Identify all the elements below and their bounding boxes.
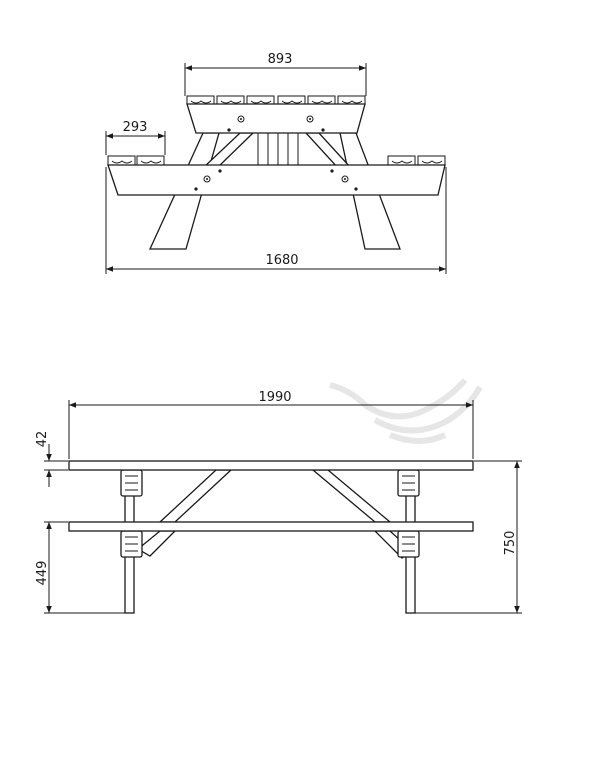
dimension-label-750: 750: [503, 531, 518, 556]
side-view-table-top: [68, 460, 474, 471]
dimension-label-893: 893: [268, 52, 293, 67]
side-view-seat: [68, 521, 474, 532]
dimension-table-top-width: 893: [184, 52, 367, 96]
dimension-label-1990: 1990: [258, 390, 291, 405]
end-view-table-top: [186, 95, 366, 134]
dimension-top-thickness: 42: [35, 431, 68, 487]
end-view-seat-beam: [107, 155, 446, 196]
dimension-label-1680: 1680: [265, 253, 298, 268]
end-view-center-slats: [257, 133, 299, 165]
side-view-brackets: [120, 469, 420, 558]
end-view-seat-boards: [107, 155, 446, 165]
dimension-overall-length: 1990: [68, 390, 474, 459]
side-view: 1990 42 449 750: [35, 390, 522, 614]
side-view-braces: [136, 469, 414, 559]
dimension-label-293: 293: [123, 120, 148, 135]
dimension-table-height: 750: [415, 460, 522, 614]
dimension-seat-width: 293: [105, 120, 166, 155]
side-view-legs: [124, 469, 416, 614]
dimension-label-449: 449: [35, 561, 50, 586]
dimension-overall-width: 1680: [105, 167, 447, 274]
end-view: 893 293 1680: [105, 52, 447, 274]
watermark-logo: [329, 378, 483, 444]
dimension-label-42: 42: [35, 431, 50, 448]
end-view-top-boards: [186, 95, 366, 104]
dimension-seat-height: 449: [35, 521, 125, 614]
